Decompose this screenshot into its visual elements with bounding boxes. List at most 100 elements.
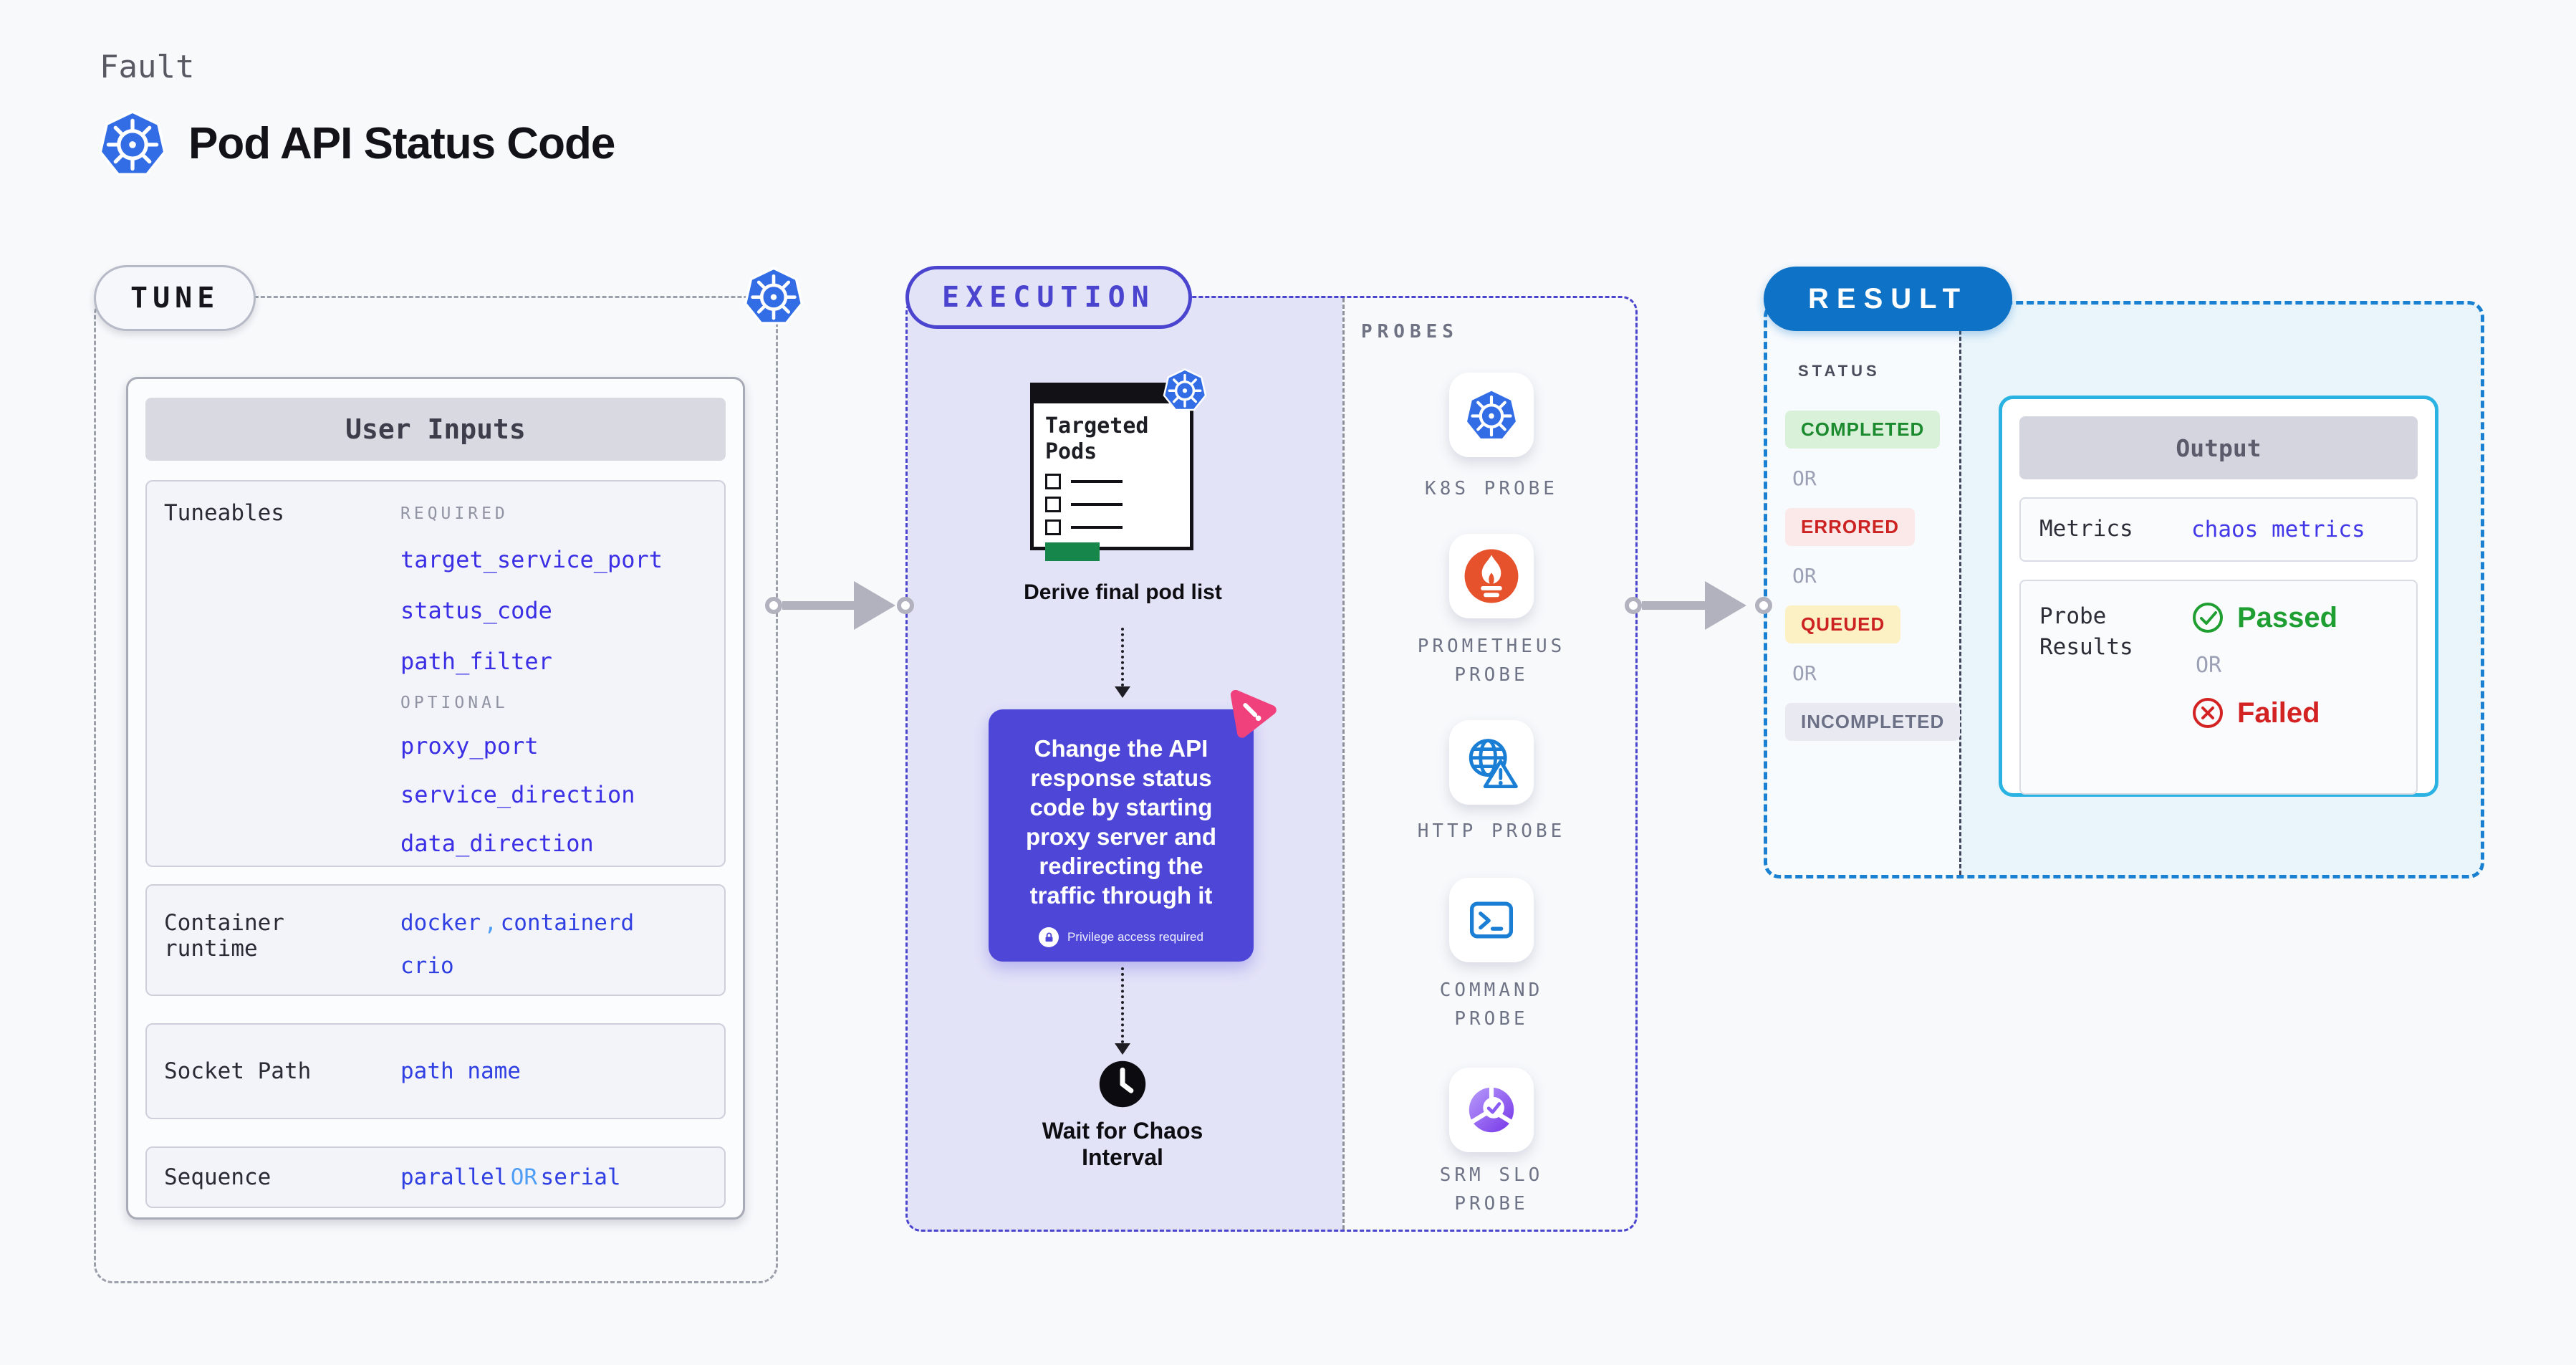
- kubernetes-icon: [1464, 388, 1519, 442]
- tuneables-params: REQUIRED target_service_port status_code…: [400, 500, 663, 866]
- runtime-docker: docker: [400, 910, 481, 936]
- connector-bar: [782, 601, 857, 610]
- page-title-row: Pod API Status Code: [98, 107, 615, 179]
- or-label: OR: [1792, 661, 1817, 685]
- probe-results-row: Probe Results Passed OR Faile: [2019, 580, 2418, 795]
- check-circle-icon: [2193, 603, 2223, 633]
- checklist-row: [1045, 474, 1190, 489]
- sequence-values: parallel OR serial: [400, 1164, 621, 1190]
- kubernetes-corner-icon: [744, 266, 804, 326]
- status-badge-queued: QUEUED: [1785, 605, 1901, 643]
- socket-path-row: Socket Path path name: [145, 1023, 726, 1119]
- sequence-parallel: parallel: [400, 1164, 508, 1190]
- flow-dotted-line: [1121, 967, 1124, 1043]
- runtime-separator: ,: [484, 910, 498, 936]
- sequence-or: OR: [510, 1164, 538, 1190]
- metrics-row: Metrics chaos metrics: [2019, 497, 2418, 562]
- srm-slo-probe-card: [1449, 1068, 1534, 1152]
- container-runtime-values: docker , containerd crio: [400, 910, 634, 995]
- output-card: Output Metrics chaos metrics Probe Resul…: [1999, 396, 2438, 797]
- flow-arrowhead: [1115, 686, 1130, 698]
- fault-action-card: Change the API response status code by s…: [989, 709, 1254, 962]
- connector-bar: [1642, 601, 1708, 610]
- chaos-icon: [1230, 689, 1277, 738]
- lock-icon: [1039, 927, 1059, 947]
- connector-arrowhead: [854, 581, 895, 630]
- probe-results-label: Probe Results: [2039, 603, 2133, 661]
- param-status-code[interactable]: status_code: [400, 597, 552, 624]
- derive-pod-list-label: Derive final pod list: [1024, 580, 1222, 604]
- sequence-serial: serial: [540, 1164, 621, 1190]
- k8s-probe-label: K8S PROBE: [1425, 478, 1558, 499]
- privilege-row: Privilege access required: [989, 927, 1254, 947]
- fault-action-text: Change the API response status code by s…: [1026, 735, 1216, 909]
- param-target-service-port[interactable]: target_service_port: [400, 546, 663, 573]
- status-badge-completed: COMPLETED: [1785, 411, 1941, 449]
- optional-group-label: OPTIONAL: [400, 694, 509, 712]
- probes-column-label: PROBES: [1361, 321, 1458, 343]
- user-inputs-title: User Inputs: [145, 398, 726, 461]
- flow-dotted-line: [1121, 628, 1124, 686]
- status-title: STATUS: [1798, 362, 1880, 380]
- passed-label: Passed: [2237, 601, 2338, 633]
- status-badge-incompleted: INCOMPLETED: [1785, 703, 1961, 741]
- param-proxy-port[interactable]: proxy_port: [400, 732, 539, 760]
- prometheus-icon: [1464, 549, 1519, 603]
- or-label: OR: [1792, 564, 1817, 588]
- wait-chaos-interval-label: Wait for Chaos Interval: [1042, 1118, 1203, 1170]
- container-runtime-label: Container runtime: [164, 910, 284, 962]
- k8s-probe-card: [1449, 373, 1534, 457]
- tune-badge: TUNE: [94, 265, 256, 331]
- progress-bar: [1045, 542, 1100, 561]
- sequence-label: Sequence: [164, 1164, 271, 1190]
- output-title: Output: [2019, 416, 2418, 479]
- http-probe-card: [1449, 720, 1534, 805]
- container-runtime-row: Container runtime docker , containerd cr…: [145, 884, 726, 996]
- or-label: OR: [2196, 653, 2222, 678]
- connector-endpoint-circle: [1755, 597, 1772, 614]
- x-circle-icon: [2193, 698, 2223, 728]
- param-service-direction[interactable]: service_direction: [400, 781, 635, 808]
- targeted-pods-title: Targeted Pods: [1045, 413, 1149, 464]
- http-probe-label: HTTP PROBE: [1417, 820, 1566, 842]
- tune-section-box: [94, 296, 778, 1283]
- command-probe-label: COMMAND PROBE: [1439, 980, 1544, 1030]
- kubernetes-icon: [1163, 368, 1207, 411]
- clock-icon: [1099, 1060, 1146, 1108]
- tuneables-label: Tuneables: [164, 500, 284, 526]
- connector-arrowhead: [1705, 581, 1746, 630]
- page-title: Pod API Status Code: [188, 118, 615, 168]
- connector-endpoint-circle: [897, 597, 914, 614]
- param-path-filter[interactable]: path_filter: [400, 648, 552, 675]
- status-column: STATUS COMPLETED OR ERRORED OR QUEUED OR…: [1785, 362, 1961, 741]
- targeted-pods-card: Targeted Pods: [1030, 368, 1207, 561]
- runtime-crio: crio: [400, 953, 454, 979]
- required-group-label: REQUIRED: [400, 504, 509, 523]
- checklist-row: [1045, 519, 1190, 535]
- prometheus-probe-card: [1449, 534, 1534, 618]
- flow-arrowhead: [1115, 1043, 1130, 1055]
- user-inputs-card: User Inputs Tuneables REQUIRED target_se…: [126, 377, 745, 1220]
- prometheus-probe-label: PROMETHEUS PROBE: [1417, 636, 1566, 686]
- command-probe-card: [1449, 878, 1534, 962]
- status-output-divider: [1959, 305, 1961, 875]
- socket-path-value: path name: [400, 1058, 521, 1084]
- connector-endpoint-circle: [1625, 597, 1642, 614]
- metrics-value: chaos metrics: [2191, 517, 2365, 542]
- srm-slo-probe-label: SRM SLO PROBE: [1439, 1164, 1544, 1215]
- metrics-label: Metrics: [2039, 516, 2133, 542]
- passed-row: Passed: [2191, 601, 2337, 634]
- status-badge-errored: ERRORED: [1785, 508, 1916, 546]
- fault-kicker: Fault: [100, 49, 195, 85]
- runtime-containerd: containerd: [500, 910, 635, 936]
- execution-badge: EXECUTION: [905, 266, 1192, 329]
- slo-donut-icon: [1469, 1086, 1514, 1133]
- terminal-icon: [1469, 901, 1514, 939]
- failed-label: Failed: [2237, 696, 2320, 729]
- param-data-direction[interactable]: data_direction: [400, 830, 594, 857]
- globe-warning-icon: [1469, 739, 1518, 788]
- result-badge: RESULT: [1764, 267, 2013, 331]
- execution-probes-divider: [1342, 298, 1345, 1230]
- checklist-row: [1045, 497, 1190, 512]
